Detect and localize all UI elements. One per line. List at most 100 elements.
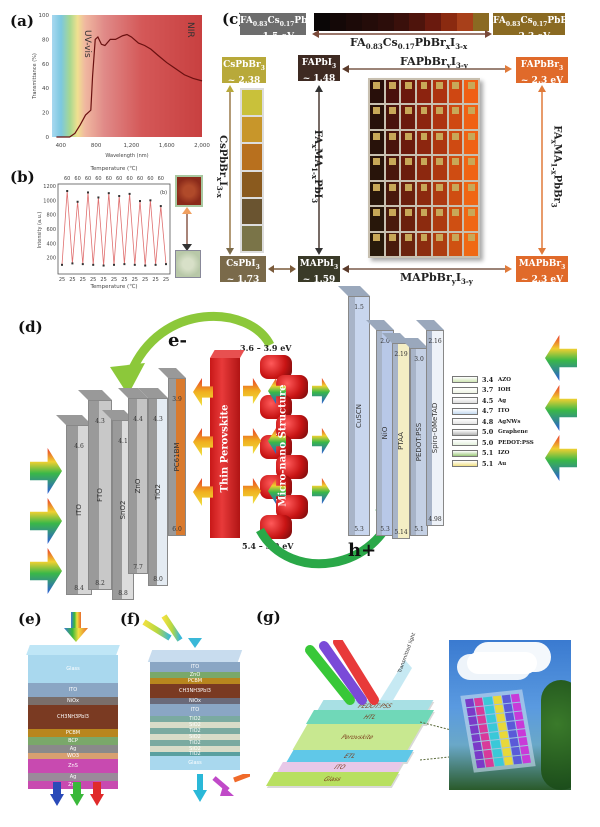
column-top — [366, 320, 394, 330]
electrode-contact — [451, 81, 459, 89]
energy-bottom-value: 5.3 — [354, 526, 364, 533]
fapbi3-box: FAPbI3~ 1.48 eV — [298, 55, 340, 96]
data-point — [133, 263, 136, 266]
column-top — [56, 415, 92, 425]
column-material-name: TiO2 — [154, 484, 162, 500]
electrode-swatch — [452, 418, 478, 425]
pixel-cell — [501, 748, 512, 757]
panel-e-label: (e) — [18, 610, 42, 628]
output-light-arrows — [193, 771, 251, 802]
cs-film-sample — [242, 198, 262, 224]
electrode-contact — [373, 132, 381, 140]
film-sample — [370, 232, 384, 256]
gradient-segment — [345, 13, 362, 31]
column-material-name: Spiro-OMeTAD — [431, 402, 439, 454]
film-sample — [385, 130, 400, 155]
y-tick-label: 20 — [42, 111, 49, 117]
electrode-work-function: 5.0 — [482, 438, 494, 447]
energy-top-value: 2.16 — [428, 338, 442, 345]
cloud — [467, 652, 537, 674]
electron-transfer-arrow — [110, 311, 275, 395]
electrode-name: AZO — [498, 376, 512, 383]
film-sample — [370, 80, 384, 104]
stack-layer: ZnS — [28, 759, 118, 773]
film-sample — [432, 130, 447, 155]
energy-top-value: 3.9 — [172, 396, 182, 403]
energy-bottom-value: 8.8 — [118, 590, 128, 597]
y-axis-label: Transmittance (%) — [32, 53, 38, 100]
top-tick-label: 60 — [126, 176, 132, 182]
film-sample — [448, 232, 463, 256]
film-sample — [464, 181, 478, 206]
incident-light-arrow — [545, 335, 577, 381]
bottom-tick-label: 25 — [121, 277, 127, 283]
column-face — [88, 400, 112, 590]
gradient-segment — [393, 13, 410, 31]
electrode-contact — [404, 107, 412, 115]
left-column-double-arrow — [315, 85, 323, 255]
electrode-name: IOH — [498, 387, 511, 393]
right-column-double-arrow — [538, 85, 546, 255]
film-sample — [417, 80, 431, 104]
electrode-contact — [420, 81, 428, 89]
top-tick-label: 60 — [147, 176, 153, 182]
electron-label: e- — [168, 330, 187, 351]
electrode-name: IZO — [498, 450, 510, 456]
pixel-cell — [474, 697, 484, 707]
pixel-cell — [498, 730, 509, 740]
fa-cs-mix-label: FA0.83Cs0.17PbBrxI3-x — [350, 36, 468, 52]
incident-light-arrow — [545, 435, 577, 481]
bottom-tick-label: 25 — [132, 277, 138, 283]
energy-bottom-value: 5.3 — [380, 526, 390, 533]
top-tick-label: 60 — [116, 176, 122, 182]
emitted-light-arrow — [312, 378, 330, 404]
electrode-name: Ag — [498, 397, 507, 404]
electrode-work-function: 4.5 — [482, 396, 494, 405]
top-tick-label: 60 — [137, 176, 143, 182]
pixel-cell — [481, 741, 492, 750]
data-point — [76, 200, 79, 203]
pixel-cell — [466, 707, 477, 716]
pixel-cell — [487, 722, 498, 732]
film-sample — [370, 181, 384, 206]
top-tick-label: 60 — [74, 176, 80, 182]
stack-layer: PCBM — [150, 678, 240, 684]
output-light-arrow — [90, 782, 104, 806]
stack-layer: NiOx — [28, 697, 118, 705]
incident-light-arrow — [64, 612, 88, 642]
electrode-contact — [467, 158, 475, 166]
gradient-segment — [425, 13, 442, 31]
electrode-contact — [451, 234, 459, 242]
emitted-light-arrow — [243, 378, 261, 404]
stack-layer: Glass — [28, 655, 118, 683]
data-point — [113, 263, 115, 266]
film-sample — [417, 207, 431, 231]
gradient-segment — [409, 13, 426, 31]
electrode-contact — [404, 81, 412, 89]
electrode-contact — [436, 158, 444, 166]
cs-column-double-arrow — [226, 85, 234, 255]
film-sample — [417, 181, 431, 206]
column-material-name: ZnO — [134, 478, 142, 494]
electrode-contact — [436, 234, 444, 242]
fa-row-label: FAPbBryI3-y — [400, 55, 468, 71]
film-sample — [448, 105, 463, 129]
column-face — [348, 296, 370, 536]
data-point — [87, 191, 89, 194]
gradient-segment — [473, 13, 489, 31]
electrode-work-function: 5.0 — [482, 428, 494, 436]
film-sample — [401, 80, 416, 104]
pixel-cell — [500, 739, 510, 748]
bottom-tick-label: 25 — [100, 277, 106, 283]
film-sample — [370, 156, 384, 180]
pixel-cell — [518, 737, 528, 747]
data-point — [107, 192, 110, 195]
electrode-contact — [373, 81, 381, 89]
energy-top-value: 4.1 — [118, 438, 128, 445]
film-sample — [448, 156, 463, 180]
